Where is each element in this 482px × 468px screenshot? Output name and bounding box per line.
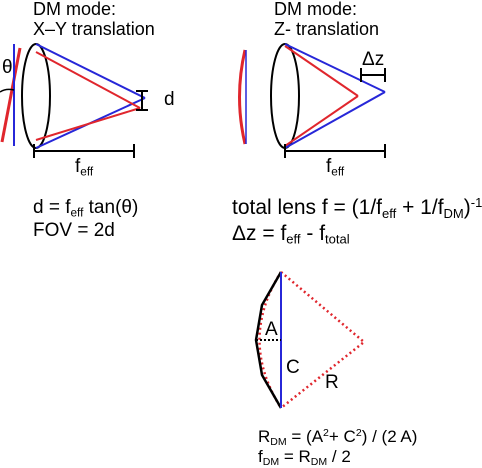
z-heading-line2: Z- translation	[274, 19, 380, 39]
label-a: A	[265, 319, 278, 340]
theta-label: θ	[2, 57, 13, 78]
z-heading-line1: DM mode:	[274, 0, 358, 19]
rdm-equation: RDM = (A2+ C2) / (2 A)	[258, 427, 418, 448]
label-r: R	[325, 372, 339, 393]
z-panel	[238, 43, 386, 158]
fov-equation: FOV = 2d	[33, 220, 115, 241]
z-ray-blue-bottom	[284, 91, 386, 149]
xy-heading-line1: DM mode:	[33, 0, 117, 19]
xy-ray-blue-top	[35, 43, 146, 99]
xy-mirror-red	[0, 47, 22, 143]
d-label: d	[164, 89, 175, 110]
xy-feff-label: feff	[75, 156, 94, 179]
z-ray-blue-top	[284, 43, 386, 93]
fdm-equation: fDM = RDM / 2	[258, 447, 351, 468]
xy-panel	[0, 43, 148, 158]
xy-theta-arc	[0, 88, 15, 93]
z-feff-label: feff	[326, 156, 345, 179]
label-c: C	[286, 357, 300, 378]
xy-ray-red-top	[35, 51, 141, 109]
z-mirror-curved	[238, 49, 247, 145]
curvature-panel	[254, 271, 366, 409]
dz-label: Δz	[362, 49, 385, 70]
z-ray-red-bottom	[284, 95, 359, 147]
xy-lens	[21, 43, 51, 149]
xy-ray-red-bottom	[35, 107, 141, 141]
d-equation: d = feff tan(θ)	[33, 197, 139, 220]
z-ray-red-top	[284, 45, 359, 97]
total-lens-equation: total lens f = (1/feff + 1/fDM)-1	[232, 195, 482, 221]
z-lens	[270, 43, 300, 149]
xy-heading-line2: X–Y translation	[33, 19, 155, 39]
dz-equation: Δz = feff - ftotal	[232, 222, 350, 247]
radius-triangle	[280, 271, 366, 409]
